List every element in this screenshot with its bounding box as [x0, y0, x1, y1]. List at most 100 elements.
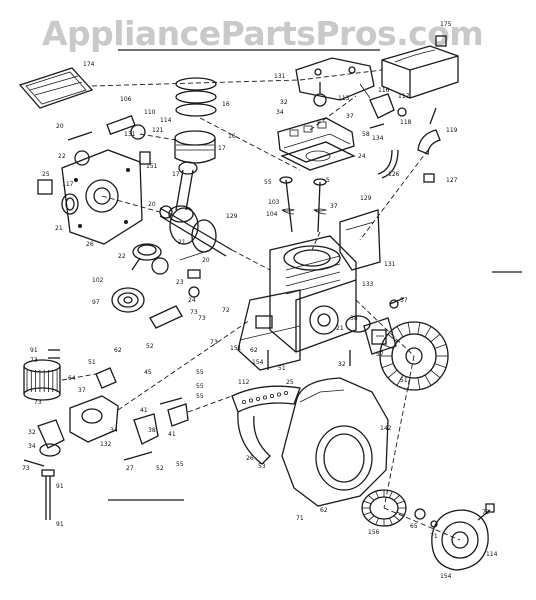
callout: 73 [22, 465, 30, 472]
callout: 52 [156, 465, 164, 472]
callout: 174 [83, 61, 95, 68]
shroud-hole [269, 393, 274, 398]
callout: 114 [160, 117, 172, 124]
muffler [381, 35, 459, 99]
head-gasket [280, 141, 356, 171]
callout: 126 [388, 171, 400, 178]
gasket-sheet [18, 67, 94, 109]
callout: 23 [176, 279, 184, 286]
callout: 32 [338, 361, 346, 368]
flywheel-fin [387, 369, 398, 379]
callout: 151 [146, 163, 158, 170]
callout: 62 [114, 347, 122, 354]
callout: 132 [100, 441, 112, 448]
flywheel-fin [424, 326, 432, 338]
cup-tooth [396, 511, 405, 516]
callout: 142 [380, 425, 392, 432]
shroud-hole [276, 392, 281, 397]
callout: 156 [368, 529, 380, 536]
cup-tooth [375, 491, 380, 499]
callout: 41 [168, 431, 176, 438]
screws [48, 297, 405, 370]
flywheel-fin [417, 322, 421, 335]
callout: 21 [55, 225, 63, 232]
callout: 34 [276, 109, 284, 116]
callout: 73 [30, 357, 38, 364]
callout: 37 [330, 203, 338, 210]
ignition-coil [363, 317, 397, 355]
cup-tooth [388, 491, 393, 499]
callout: 21 [178, 239, 186, 246]
washers [414, 508, 438, 528]
callout: 37 [346, 113, 354, 120]
callout: 72 [482, 509, 490, 516]
callout: 55 [196, 369, 204, 376]
callout: 24 [188, 297, 196, 304]
carburetor [23, 367, 119, 467]
valves [279, 176, 328, 233]
callout: 175 [440, 21, 452, 28]
callout: 34 [110, 427, 118, 434]
callout: 53 [258, 463, 266, 470]
rewind-starter [431, 503, 495, 571]
exhaust-elbow [377, 107, 441, 183]
callout: 73 [198, 315, 206, 322]
flywheel-fin [407, 322, 411, 335]
flywheel-fin [434, 363, 447, 369]
muffler-bracket [295, 57, 375, 101]
shroud-hole [241, 399, 246, 404]
callout: 57 [376, 351, 384, 358]
callout: 131 [274, 73, 286, 80]
flywheel-fin [396, 374, 404, 386]
cup-tooth [368, 494, 375, 501]
callout: 91 [56, 483, 64, 490]
callout: 32 [28, 429, 36, 436]
callout: 52 [146, 343, 154, 350]
callout: 22 [58, 153, 66, 160]
crankshaft [159, 205, 233, 257]
long-bolt [41, 469, 55, 520]
flywheel-fin [381, 363, 394, 369]
oil-seal [37, 150, 90, 215]
callout: 127 [446, 177, 458, 184]
callout: 57 [400, 297, 408, 304]
cup-tooth [363, 511, 372, 516]
cam-gear [131, 243, 169, 275]
flywheel-fin [396, 326, 404, 338]
throttle-linkage [123, 397, 189, 461]
callout: 27 [126, 465, 134, 472]
callout: 38 [148, 427, 156, 434]
blower-housing [281, 377, 389, 507]
callout: 65 [410, 523, 418, 530]
callout: 5 [326, 177, 330, 184]
callout: 129 [360, 195, 372, 202]
callout: 154 [252, 359, 264, 366]
cup-tooth [363, 500, 372, 505]
watermark: AppliancePartsPros.com [42, 14, 484, 53]
callout: 73 [34, 399, 42, 406]
callout: 71 [430, 533, 438, 540]
callout: 55 [196, 393, 204, 400]
callout: 38 [350, 315, 358, 322]
callout: 129 [226, 213, 238, 220]
callout: 51 [400, 377, 408, 384]
callout: 37 [78, 387, 86, 394]
callout: 117 [398, 93, 410, 100]
callout: 114 [486, 551, 498, 558]
callout: 34 [28, 443, 36, 450]
callout: 62 [250, 347, 258, 354]
callout: 45 [144, 369, 152, 376]
cup-tooth [393, 515, 400, 522]
callout: 131 [124, 131, 136, 138]
callout: 26 [246, 455, 254, 462]
callout: 25 [286, 379, 294, 386]
linkage-parts [149, 249, 211, 329]
cup-tooth [388, 517, 393, 525]
callout: 73 [190, 309, 198, 316]
callout: 51 [278, 365, 286, 372]
callout: 110 [144, 109, 156, 116]
callout: 17 [172, 171, 180, 178]
callout: 21 [336, 325, 344, 332]
callout: 20 [148, 201, 156, 208]
